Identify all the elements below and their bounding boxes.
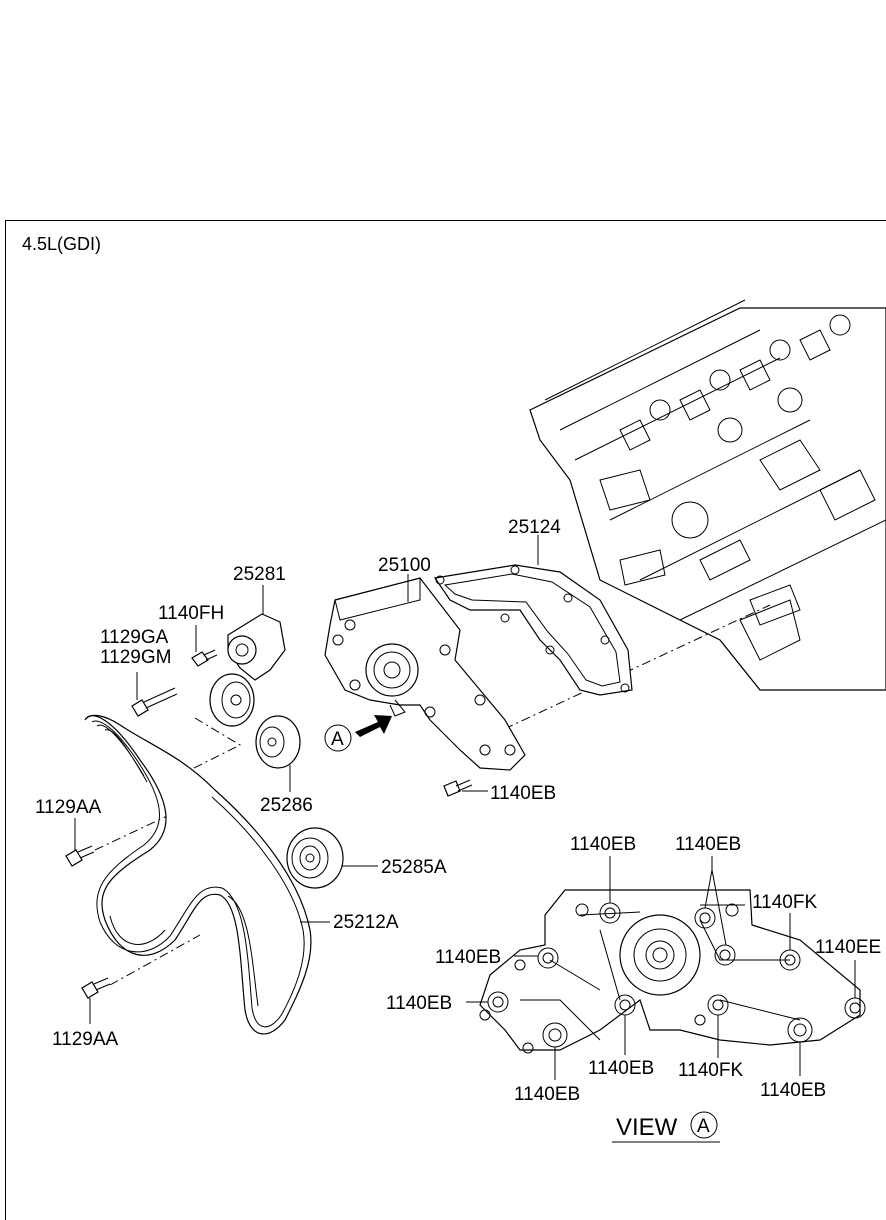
tensioner-25281 [227,613,286,681]
bolt-1140FH [191,649,218,667]
idler-pulley-25286 [255,715,301,769]
engine-block [529,299,886,691]
label-25100: 25100 [378,555,431,576]
view-label-fk-bottom: 1140FK [678,1060,743,1081]
pulley-25285A [286,827,344,889]
label-1140FH: 1140FH [158,603,224,624]
view-a-pump-body [479,889,866,1054]
label-25285A: 25285A [381,857,447,878]
view-label-eb-bottom-mid: 1140EB [588,1058,654,1079]
arrow-marker: A [331,729,344,750]
diagram-frame [5,220,886,1220]
bolt-1129AA-upper [65,845,95,867]
label-1129GM: 1129GM [100,647,171,668]
view-label-eb-far-right: 1140EE [815,937,881,958]
view-caption-text: VIEW [616,1114,678,1141]
view-label-eb-top2: 1140EB [675,834,741,855]
bolt-1129AA-lower [81,977,111,999]
label-1129AA-upper: 1129AA [35,797,102,818]
label-1129GA: 1129GA [100,627,169,648]
label-1140EB: 1140EB [490,783,556,804]
view-caption-marker: A [697,1116,710,1137]
view-label-eb-bottom1: 1140EB [514,1084,580,1105]
label-25212A: 25212A [333,912,399,933]
gasket-25124 [433,564,633,696]
engine-label: 4.5L(GDI) [22,234,101,254]
view-label-fk-right-top: 1140FK [752,892,817,913]
view-a-leaders [466,856,856,1080]
view-label-eb-left2: 1140EB [386,993,452,1014]
bolt-1129GA [131,687,178,717]
view-label-eb-left1: 1140EB [435,947,501,968]
label-25124: 25124 [508,517,561,538]
belt-25212A [84,714,312,1035]
water-pump-25100 [324,577,526,771]
idler-pulley-upper [209,673,255,727]
view-arrow: A [324,715,392,752]
label-25286: 25286 [260,795,313,816]
label-25281: 25281 [233,564,286,585]
view-caption: VIEW A [612,1111,720,1143]
view-label-eb-bottom-right: 1140EB [760,1080,826,1101]
bolt-1140EB [443,779,473,797]
label-1129AA-lower: 1129AA [52,1029,119,1050]
view-label-eb-top1: 1140EB [570,834,636,855]
